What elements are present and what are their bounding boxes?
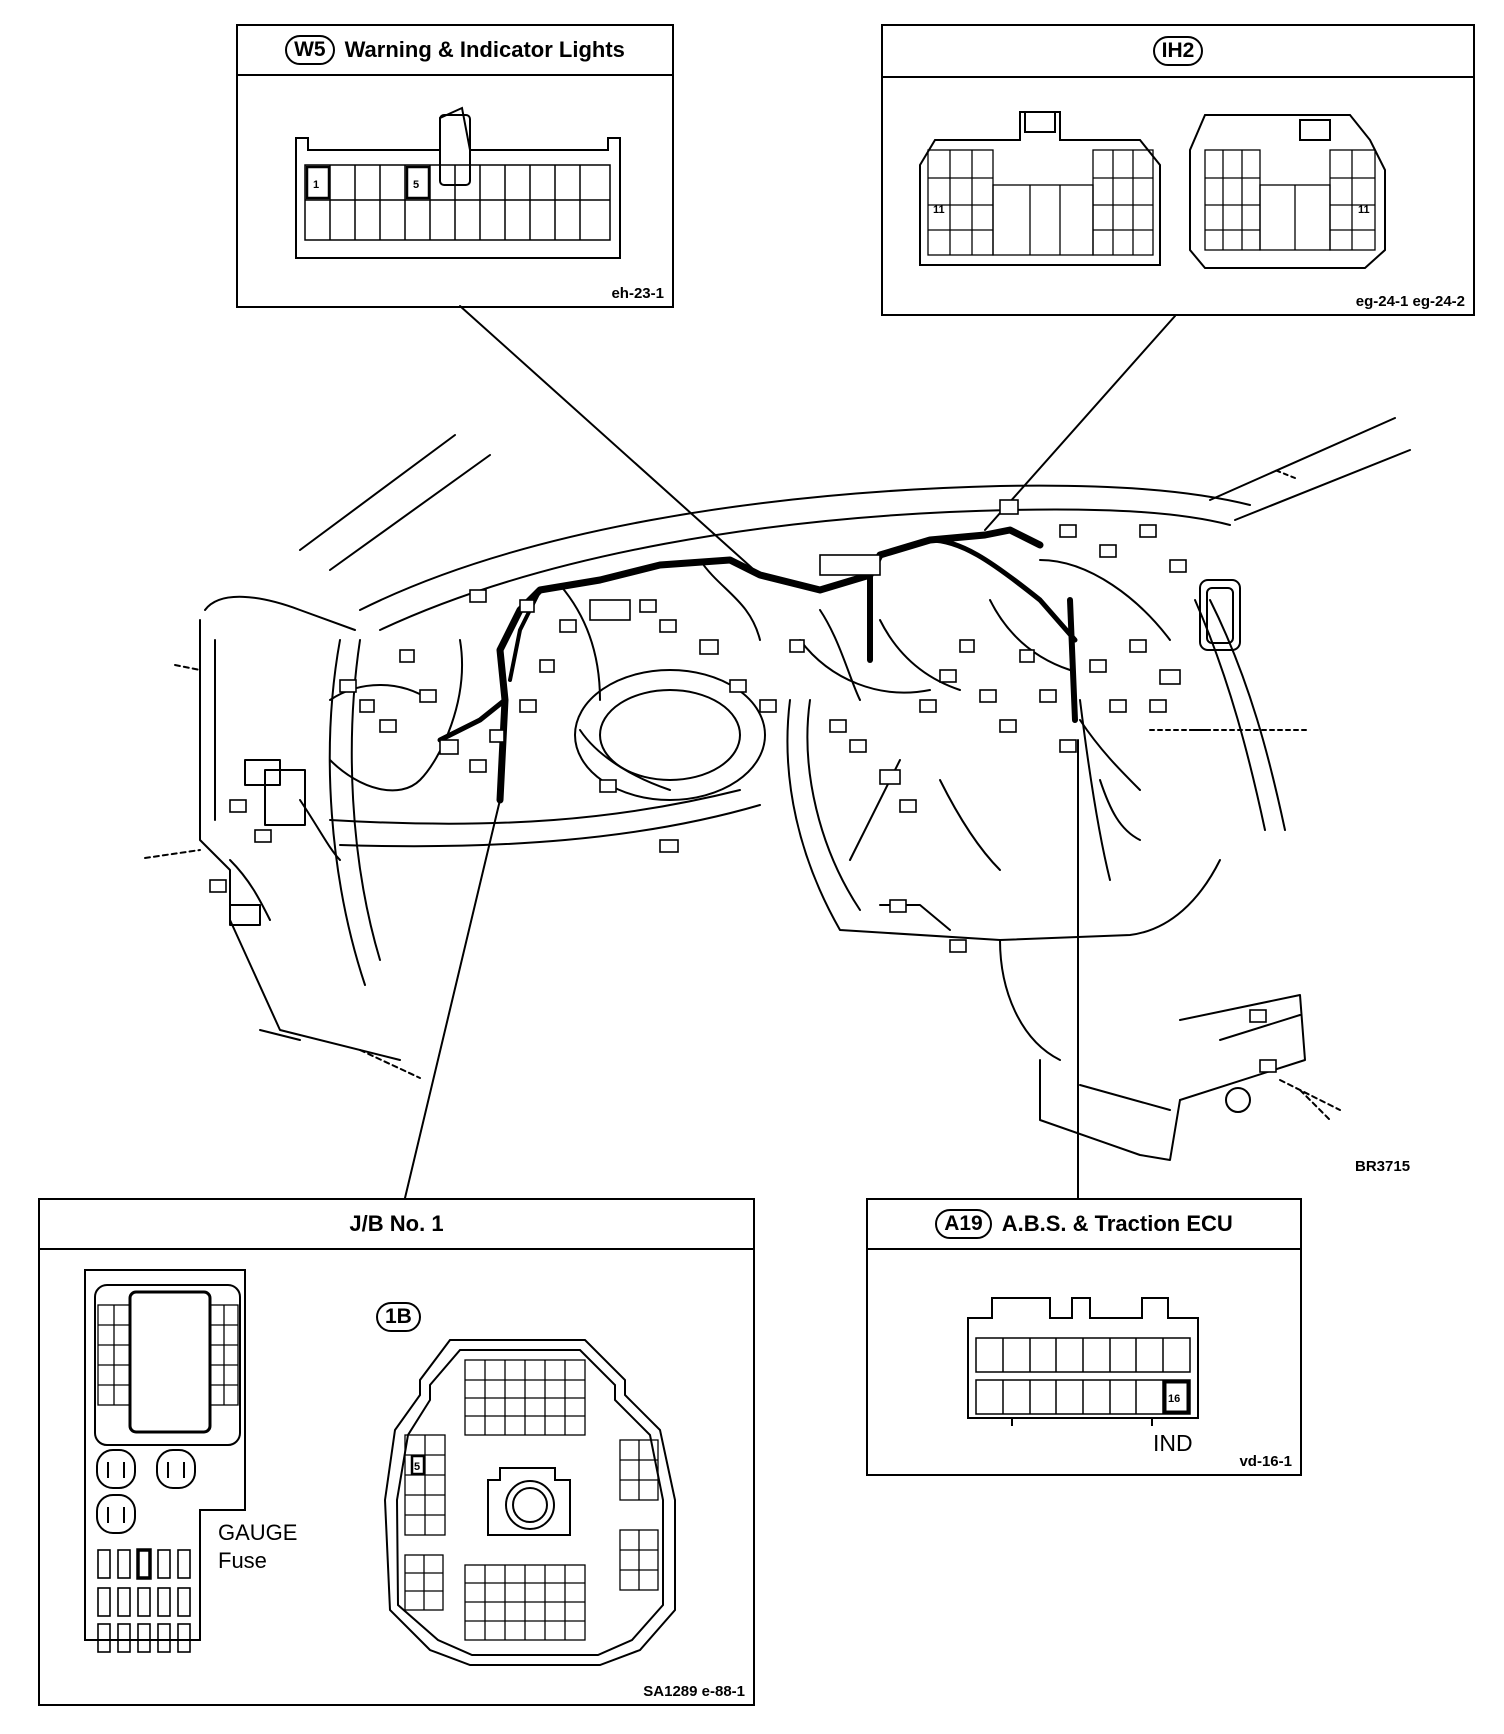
jb-relay-block xyxy=(84,1269,246,1641)
jb-1b-pin: 5 xyxy=(414,1461,420,1473)
a19-connector-outline xyxy=(967,1297,1199,1419)
a19-title: A.B.S. & Traction ECU xyxy=(1001,1211,1233,1236)
a19-panel-header: A19 A.B.S. & Traction ECU xyxy=(868,1200,1300,1250)
jb-title: J/B No. 1 xyxy=(349,1211,444,1236)
w5-pin-5: 5 xyxy=(413,179,419,191)
ih2-code-badge: IH2 xyxy=(1152,36,1204,66)
ih2-panel: IH2 eg-24-1 eg-24-2 xyxy=(881,24,1475,316)
jb-ref: SA1289 e-88-1 xyxy=(643,1683,745,1700)
jb-1b-badge: 1B xyxy=(376,1302,421,1332)
leader-ih2 xyxy=(984,315,1176,531)
ih2-panel-header: IH2 xyxy=(883,26,1473,78)
w5-title: Warning & Indicator Lights xyxy=(344,37,625,62)
a19-ref: vd-16-1 xyxy=(1239,1453,1292,1470)
jb-panel-header: J/B No. 1 xyxy=(40,1200,753,1250)
figure-id: BR3715 xyxy=(1355,1158,1411,1175)
w5-ref: eh-23-1 xyxy=(611,285,664,302)
a19-pin-16: 16 xyxy=(1168,1393,1180,1405)
ind-label: IND xyxy=(1153,1430,1193,1456)
jb-1b-connector xyxy=(383,1339,676,1666)
leader-jb xyxy=(404,799,501,1199)
a19-panel: A19 A.B.S. & Traction ECU IND vd-16-1 xyxy=(866,1198,1302,1476)
a19-code-badge: A19 xyxy=(935,1209,992,1239)
w5-panel: W5 Warning & Indicator Lights eh-23-1 xyxy=(236,24,674,308)
ih2-pin-left: 11 xyxy=(933,204,945,216)
ih2-right-connector xyxy=(1189,114,1386,269)
ih2-left-connector xyxy=(919,111,1161,266)
gauge-fuse-highlight xyxy=(136,1548,152,1580)
w5-pin-1: 1 xyxy=(313,179,319,191)
w5-panel-header: W5 Warning & Indicator Lights xyxy=(238,26,672,76)
w5-code-badge: W5 xyxy=(285,35,335,65)
leader-w5 xyxy=(459,305,753,569)
gauge-label: GAUGE xyxy=(218,1520,298,1545)
ih2-ref: eg-24-1 eg-24-2 xyxy=(1355,293,1465,310)
fuse-label: Fuse xyxy=(218,1548,267,1573)
jb-panel: J/B No. 1 1B GAUGE Fuse SA1289 e-88-1 xyxy=(38,1198,755,1706)
ih2-pin-right: 11 xyxy=(1358,204,1370,216)
